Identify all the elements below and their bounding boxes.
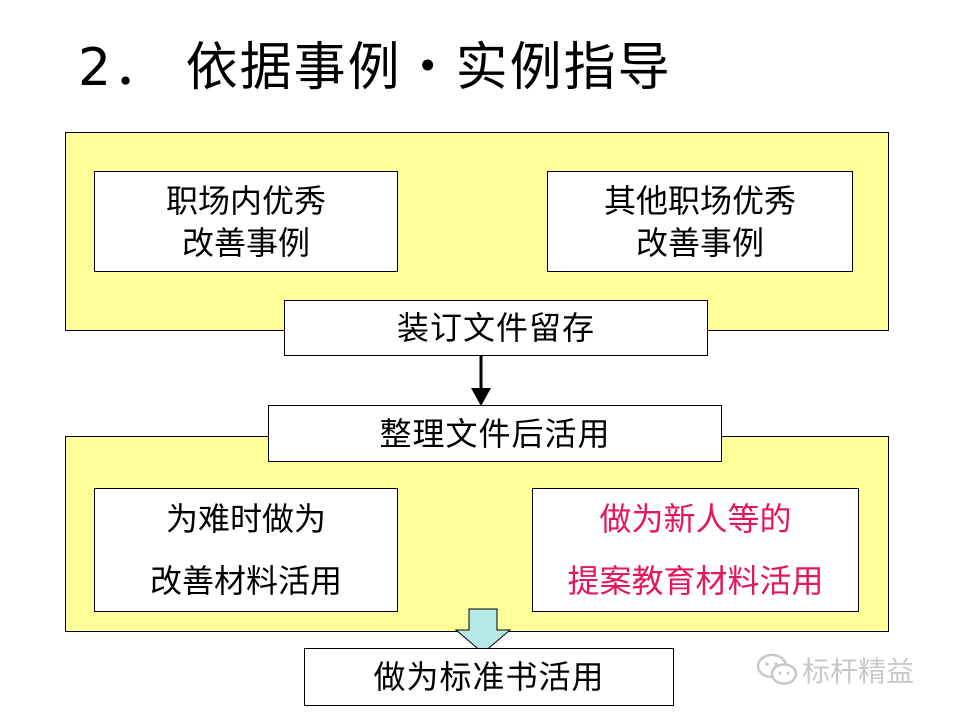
box-training-material: 做为新人等的 提案教育材料活用 xyxy=(532,488,859,612)
box-line: 提案教育材料活用 xyxy=(567,562,824,600)
watermark: 标杆精益 xyxy=(756,650,914,690)
box-improvement-material: 为难时做为 改善材料活用 xyxy=(94,488,398,612)
box-line: 职场内优秀 xyxy=(165,181,326,220)
box-internal-improvement-cases: 职场内优秀 改善事例 xyxy=(94,171,398,272)
block-arrow-down-icon xyxy=(454,608,512,654)
watermark-text: 标杆精益 xyxy=(802,655,915,688)
box-line: 其他职场优秀 xyxy=(603,181,796,220)
box-bind-and-archive: 装订文件留存 xyxy=(284,300,708,356)
wechat-icon xyxy=(756,653,798,685)
box-line: 改善事例 xyxy=(181,223,310,262)
arrow-down-icon xyxy=(471,356,491,406)
box-line: 改善事例 xyxy=(635,223,764,262)
page-title: 2． 依据事例・实例指导 xyxy=(78,38,672,98)
box-other-workplace-cases: 其他职场优秀 改善事例 xyxy=(547,171,853,272)
box-standard-document: 做为标准书活用 xyxy=(304,648,674,706)
box-line: 改善材料活用 xyxy=(149,562,342,600)
box-organize-and-use: 整理文件后活用 xyxy=(268,405,722,462)
box-line: 为难时做为 xyxy=(165,500,326,538)
box-line: 做为新人等的 xyxy=(599,500,792,538)
